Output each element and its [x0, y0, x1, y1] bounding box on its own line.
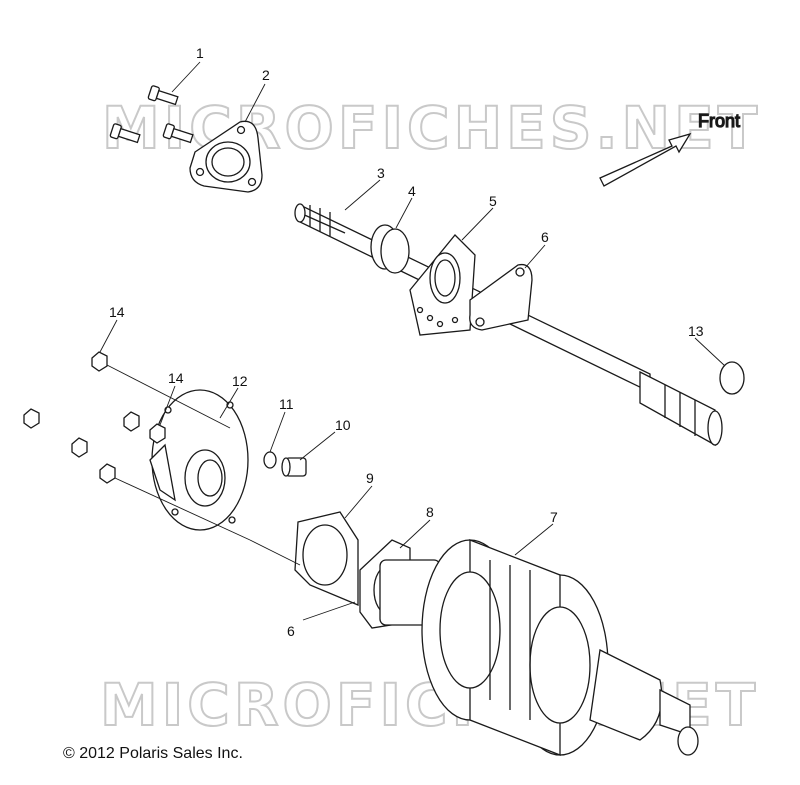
drive-sprocket-assembly [379, 539, 699, 756]
callout-4: 4 [408, 183, 416, 199]
callout-7: 7 [550, 509, 558, 525]
callout-8: 8 [426, 504, 434, 520]
washer [263, 451, 277, 469]
front-label: Front [698, 111, 740, 131]
callout-3: 3 [377, 165, 385, 181]
callout-5: 5 [489, 193, 497, 209]
callout-2: 2 [262, 67, 270, 83]
leader-lines [99, 61, 726, 621]
callout-14-lower: 14 [168, 370, 184, 386]
front-arrow-icon [599, 132, 692, 187]
callout-labels: 1 2 3 4 5 6 14 12 14 11 10 13 9 8 7 6 [109, 45, 704, 639]
callout-11: 11 [279, 396, 294, 412]
callout-6-upper: 6 [541, 229, 549, 245]
pin [281, 457, 307, 477]
o-ring [719, 361, 745, 395]
callout-14-upper: 14 [109, 304, 125, 320]
bearing-plate [409, 234, 476, 336]
callout-6-lower: 6 [287, 623, 295, 639]
flange-upper [469, 263, 533, 331]
callout-12: 12 [232, 373, 248, 389]
bearing-flange-top [189, 120, 263, 193]
callout-10: 10 [335, 417, 351, 433]
bolt-group [109, 85, 194, 144]
bearing [370, 224, 410, 274]
nuts [23, 351, 166, 484]
hub-flange [149, 389, 249, 531]
copyright-notice: © 2012 Polaris Sales Inc. [63, 745, 243, 762]
callout-13: 13 [688, 323, 704, 339]
callout-9: 9 [366, 470, 374, 486]
gasket [294, 511, 359, 606]
callout-1: 1 [196, 45, 204, 61]
